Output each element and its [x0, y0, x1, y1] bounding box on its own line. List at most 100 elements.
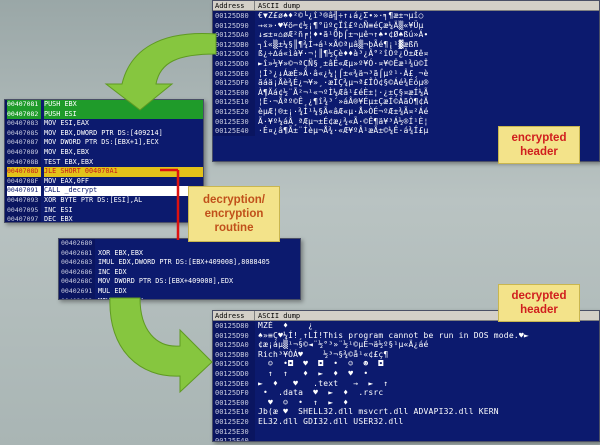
instruction-row[interactable]: MUL EDX — [98, 286, 127, 295]
address-cell[interactable]: 00407091 — [7, 186, 41, 196]
ascii-row[interactable]: ♠»≡Ç♥¼Í!¸↑LÍ!This program cannot be run … — [258, 330, 529, 340]
address-cell[interactable]: 00125D80 — [215, 12, 249, 20]
address-cell[interactable]: 00402681 — [61, 248, 93, 257]
ascii-row[interactable]: EL32.dll GDI32.dll USER32.dll — [258, 416, 404, 426]
address-cell[interactable]: 00125DD0 — [215, 369, 249, 378]
ascii-row[interactable]: À¶Äá¢½¨Ã²¬¹«¬ºÌ¼Æâ¹£éÈ±¦·¿±Ç§¤æÍ¼Ã — [258, 87, 429, 97]
instruction-row[interactable]: MOV DWORD PTR DS:[EBX+409008],EDX — [98, 277, 234, 286]
instruction-row[interactable]: IMUL EDX,DWORD PTR DS:[EBX+409008],80884… — [98, 258, 270, 267]
instruction-row[interactable]: JLE SHORT 004070A1 — [44, 167, 203, 177]
address-cell[interactable]: 00407095 — [7, 205, 39, 214]
instruction-row[interactable]: CALL _decrypt — [44, 186, 203, 196]
ascii-dump-content[interactable]: €▼Z£ø♠♦²©└¿î³®â╣÷↑↓á¿Σ∙»·╕¶æ±¬µî○→«»·♥¥ö… — [255, 11, 429, 136]
address-cell[interactable]: 00125DF0 — [215, 79, 249, 88]
address-cell[interactable]: 00125E40 — [215, 437, 249, 442]
ascii-dump-content[interactable]: MZÉ ♦ ¿♠»≡Ç♥¼Í!¸↑LÍ!This program cannot … — [255, 321, 529, 441]
address-cell[interactable]: 00125DF0 — [215, 389, 249, 398]
address-cell[interactable]: 00125DD0 — [215, 59, 249, 68]
address-cell[interactable]: 00125E30 — [215, 427, 249, 436]
address-cell[interactable]: 00402680 — [61, 239, 93, 247]
instruction-row[interactable]: XOR BYTE PTR DS:[ESI],AL — [44, 195, 143, 204]
ascii-row[interactable]: ·É¤¿â¶Ã±¨Íèµ¬Å¾·«Æ¥ºÂ¹æÃ±©¼Ê·á¾Í£µ — [258, 126, 429, 136]
address-cell[interactable]: 00407097 — [7, 215, 39, 223]
address-cell[interactable]: 00125DE0 — [215, 69, 249, 78]
instruction-row[interactable]: PUSH EBX — [44, 100, 203, 110]
address-cell[interactable]: 00125E00 — [215, 88, 249, 97]
instruction-row[interactable]: INC EDX — [98, 267, 127, 276]
instruction-row[interactable]: MOV DWORD PTR DS:[EBX+1],ECX — [44, 138, 159, 147]
address-cell[interactable]: 0040708B — [7, 157, 39, 166]
instruction-row[interactable]: MOV EBX,EBX — [44, 147, 90, 156]
ascii-row[interactable]: MZÉ ♦ ¿ — [258, 321, 314, 330]
ascii-row[interactable]: ¦Í³¿↓ÁæÈ»Ã·â«¿¼¦⌠±«¾ä¬³ã⌠µº¹·Â£¸¬è — [258, 68, 429, 78]
address-cell[interactable]: 00125DE0 — [215, 379, 249, 388]
ascii-row[interactable]: ↑ ↑ ♦ ► ♦ ♥ • — [258, 368, 369, 378]
instruction-row[interactable]: PUSH ESI — [44, 109, 203, 120]
ascii-row[interactable]: →«»·♥¥ö⌐¢½¡¶°üºçÏî£º⌂Ñ≡éÇæ¼Ä▒«¥Üµ — [258, 20, 424, 30]
address-cell[interactable]: 00125E00 — [215, 398, 249, 407]
instruction-row[interactable]: XOR EBX,EBX — [98, 248, 144, 257]
address-cell[interactable]: 00402691 — [61, 286, 93, 295]
address-cell[interactable]: 00125D90 — [215, 21, 249, 30]
address-cell[interactable]: 00125DB0 — [215, 350, 249, 359]
ascii-row[interactable]: ¦É·¬Ãªº©Ê¸¿¶î¾³´»áÂ®¥Éµ±ÇæÍ©ÁãÒ¶¢Ä — [258, 97, 429, 107]
ascii-row[interactable]: ¢æ¡áµ▒¹¬§©◄¨½°³»¨½¹©µÉ¬ä½º§¹µ«Ä¿áé — [258, 340, 429, 350]
address-cell[interactable]: 00125DC0 — [215, 360, 249, 369]
address-cell[interactable]: 00125E10 — [215, 408, 249, 417]
address-cell[interactable]: 00125E20 — [215, 107, 249, 116]
instruction-row[interactable]: MOV ESI,EAX — [44, 119, 90, 128]
address-cell[interactable]: 0040268C — [61, 277, 93, 286]
ascii-row[interactable]: ┐î«▒±¼§║¶¾Í→á¹×Ã©ªµâ▒¬þÃé¶¡¹­▓æßñ — [258, 39, 419, 49]
address-cell[interactable]: 00402683 — [61, 258, 93, 267]
address-cell[interactable]: 00407089 — [7, 147, 39, 156]
ascii-row[interactable]: ►î»½¥»©¬ªÇÑ§¸±âÊ«Æµ»º¥Ó·¤¥©Êæ¹¾ü©Î — [258, 58, 429, 68]
ascii-row[interactable]: ß¿÷∆á«ìà¥·¬¦║¶½Çè♦♦à³¿Â°²îÓº¿Ô±Æê¤ — [258, 49, 429, 59]
address-cell[interactable]: 00125D80 — [215, 322, 249, 330]
instruction-row[interactable]: TEST EBX,EBX — [44, 157, 94, 166]
instruction-row[interactable]: INC ESI — [44, 205, 73, 214]
ascii-column-header[interactable]: ASCII dump — [258, 312, 301, 320]
address-column-header[interactable]: Address — [213, 1, 255, 10]
address-cell[interactable]: 00402692 — [61, 297, 95, 299]
instruction-row[interactable]: DEC EBX — [44, 215, 73, 223]
address-cell[interactable]: 0040708F — [7, 176, 39, 185]
address-cell[interactable]: 00125DA0 — [215, 31, 249, 40]
address-cell[interactable]: 0040708D — [7, 167, 41, 177]
address-cell[interactable]: 00125DB0 — [215, 40, 249, 49]
address-cell[interactable]: 00407087 — [7, 138, 39, 147]
ascii-row[interactable]: Jb(æ ♥ SHELL32.dll msvcrt.dll ADVAPI32.d… — [258, 407, 499, 417]
address-cell[interactable]: 00125E10 — [215, 98, 249, 107]
address-cell[interactable]: 00407083 — [7, 119, 39, 128]
address-cell[interactable]: 00125E20 — [215, 417, 249, 426]
ascii-row[interactable]: ãáä¡Åè¾É¿¬¥»¸·æÎÇ¾µ¬ª£ÎÒ¢§©Áé¾Éóµ® — [258, 78, 429, 88]
address-cell[interactable]: 00125DA0 — [215, 341, 249, 350]
ascii-row[interactable]: ► ♦ ♥ .text → ► ↑ — [258, 378, 389, 388]
ascii-row[interactable]: ↓≤±¤⌂øÆ²ñ╒¦♦•ã¹Õþ⌠±¬µê¬↑♠•¢Ø♠ßú»Á∙ — [258, 30, 429, 40]
ascii-row[interactable]: Rich³¥ÒÁ♥ ½³¬§¾©å¹«¢£ç¶ — [258, 349, 389, 359]
ascii-column-header[interactable]: ASCII dump — [258, 2, 301, 10]
instruction-row[interactable]: MOV EAX,0FF — [44, 176, 90, 185]
address-cell[interactable]: 00402686 — [61, 267, 93, 276]
address-cell[interactable]: 00407093 — [7, 195, 39, 204]
address-cell[interactable]: 00407085 — [7, 128, 39, 137]
dump-header: Address ASCII dump — [213, 1, 599, 11]
instruction-row[interactable]: MOV EBX,DWORD PTR DS:[409214] — [44, 128, 163, 137]
address-cell[interactable]: 00407081 — [7, 100, 41, 110]
ascii-row[interactable]: €▼Z£ø♠♦²©└¿î³®â╣÷↑↓á¿Σ∙»·╕¶æ±¬µî○ — [258, 11, 424, 20]
address-cell[interactable]: 00125D90 — [215, 331, 249, 340]
ascii-row[interactable]: èµÆ¦®±¡·¾Í¹¼§Ã«âÆ«µ·Å»ÒÉ¬ºÆ±¾Ã¤²Áé — [258, 106, 429, 116]
address-cell[interactable]: 00125E30 — [215, 117, 249, 126]
ascii-row[interactable]: ♥ ☺ • ↑ ► ♦ — [258, 397, 349, 407]
address-cell[interactable]: 00125E40 — [215, 127, 249, 136]
address-column-header[interactable]: Address — [213, 311, 255, 320]
address-cell[interactable]: 00407082 — [7, 109, 41, 120]
ascii-row[interactable]: Ã·¥º¼áÂ¸ªÆµ¬±É¢æ¿¾«Ã·©Ê¶ä¥³Á½®Í¹È¦ — [258, 116, 429, 126]
ascii-row[interactable]: • .data ♥ ► ♦ .rsrc — [258, 388, 384, 398]
ascii-row[interactable]: ☺ •◘ ♥ ◘ • ☺ ☻ ◘ — [258, 359, 384, 369]
address-cell[interactable]: 00125DC0 — [215, 50, 249, 59]
